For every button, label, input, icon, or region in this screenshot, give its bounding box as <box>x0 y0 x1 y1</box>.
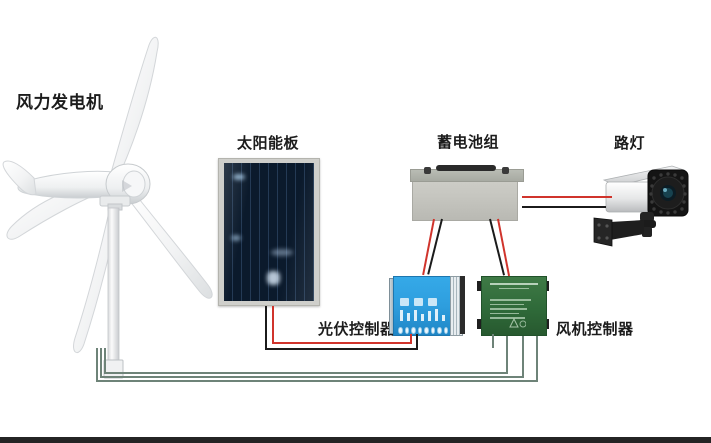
wire-solar-red-vert <box>272 306 274 344</box>
battery-handle <box>436 165 496 171</box>
wire-solar-black-vert <box>265 306 267 350</box>
wire-wind-2-horz <box>100 376 524 378</box>
wind-turbine-graphic <box>2 36 213 379</box>
wind-controller-face <box>481 276 547 336</box>
bottom-edge-bar <box>0 437 711 443</box>
wind-controller-nameplate <box>490 283 538 322</box>
wire-wind-2-up <box>522 336 524 378</box>
label-street-lamp: 路灯 <box>614 134 646 152</box>
wire-wind-2-vert <box>100 348 102 378</box>
wire-wind-1-vert <box>96 348 98 382</box>
wire-wind-3-up <box>506 336 508 374</box>
pv-controller-indicator-icons <box>400 297 446 307</box>
wind-controller-symbols <box>509 317 526 328</box>
wind-turbine <box>0 30 220 410</box>
solar-panel <box>218 158 320 306</box>
label-solar-panel: 太阳能板 <box>237 134 300 152</box>
wire-wind-3-vert <box>104 348 106 374</box>
panel-icon <box>428 298 437 306</box>
battery-terminal-positive <box>502 167 509 174</box>
camera-graphic <box>593 165 689 247</box>
battery-icon <box>414 298 423 306</box>
pv-controller-level-bars <box>400 309 446 321</box>
wind-controller <box>477 276 549 336</box>
wire-lamp-black <box>522 206 606 208</box>
wire-solar-black-up <box>416 334 418 350</box>
pv-controller <box>389 276 467 336</box>
wire-wind-3-horz <box>104 372 508 374</box>
pv-controller-terminals <box>398 327 448 334</box>
wire-wind-1-up <box>536 336 538 382</box>
wire-solar-red-horz <box>272 342 412 344</box>
solar-panel-cells <box>224 163 314 301</box>
wire-wind-ctrl-lead-1 <box>492 334 494 348</box>
wire-battery-pv-black <box>427 218 443 275</box>
label-battery-bank: 蓄电池组 <box>437 133 500 151</box>
street-lamp-camera <box>588 158 698 250</box>
battery-bank <box>410 163 524 221</box>
label-wind-controller: 风机控制器 <box>556 320 634 338</box>
wire-battery-wind-red <box>497 218 510 277</box>
battery-body <box>412 175 518 221</box>
pv-controller-side-panel <box>460 276 465 334</box>
pv-controller-face <box>393 276 453 336</box>
wire-solar-red-up <box>410 334 412 344</box>
lamp-icon <box>400 298 409 306</box>
battery-terminal-negative <box>424 167 431 174</box>
wire-wind-1-horz <box>96 380 538 382</box>
wire-solar-black-horz <box>265 348 417 350</box>
label-wind-turbine: 风力发电机 <box>16 93 104 113</box>
wire-lamp-red <box>522 196 612 198</box>
label-pv-controller: 光伏控制器 <box>318 320 396 338</box>
